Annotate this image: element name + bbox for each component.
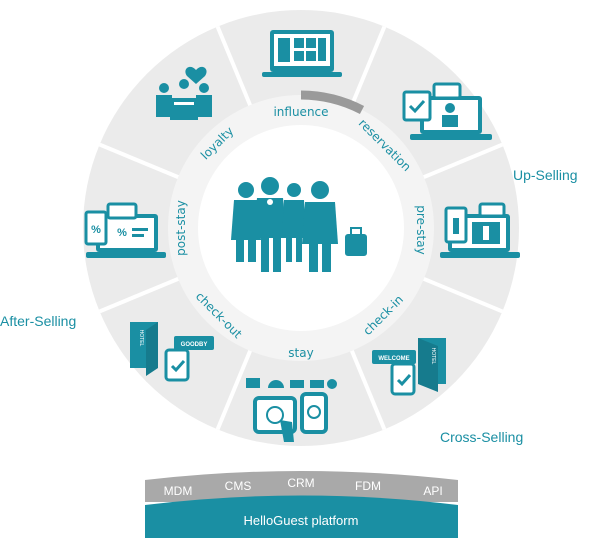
platform-module-mdm: MDM — [164, 484, 193, 498]
loyalty-heart-icon — [156, 66, 212, 120]
stage-label-stay: stay — [288, 346, 313, 360]
stage-label-pre-stay: pre-stay — [414, 205, 428, 254]
platform-name: HelloGuest platform — [244, 513, 359, 528]
laptop-info-icon — [440, 202, 520, 258]
stage-label-post-stay: post-stay — [174, 200, 188, 256]
welcome-door-icon: HOTEL WELCOME — [372, 338, 446, 396]
after-selling-label: After-Selling — [0, 313, 77, 329]
laptop-discount-icon: % % — [84, 202, 166, 258]
platform-module-fdm: FDM — [355, 479, 381, 493]
guests-group-icon — [231, 177, 367, 272]
svg-text:WELCOME: WELCOME — [378, 356, 409, 362]
svg-text:%: % — [91, 224, 101, 236]
platform-module-api: API — [423, 484, 442, 498]
platform-module-cms: CMS — [225, 479, 252, 493]
cross-selling-label: Cross-Selling — [440, 429, 524, 445]
svg-text:HOTEL: HOTEL — [138, 330, 144, 347]
goodby-door-icon: HOTEL GOODBY — [130, 322, 214, 382]
platform-base — [145, 495, 458, 538]
svg-text:%: % — [117, 227, 127, 239]
stage-label-influence: influence — [273, 105, 328, 119]
platform-module-crm: CRM — [287, 476, 314, 490]
svg-text:GOODBY: GOODBY — [181, 342, 208, 348]
svg-text:HOTEL: HOTEL — [430, 348, 436, 365]
up-selling-label: Up-Selling — [513, 167, 578, 183]
journey-arrow — [300, 90, 365, 115]
laptop-booking-icon — [402, 82, 492, 140]
necklace-detail — [267, 199, 273, 205]
platform-modules-band — [145, 471, 458, 502]
tablet-social-icon — [262, 30, 342, 77]
tablet-services-icon — [246, 378, 337, 442]
